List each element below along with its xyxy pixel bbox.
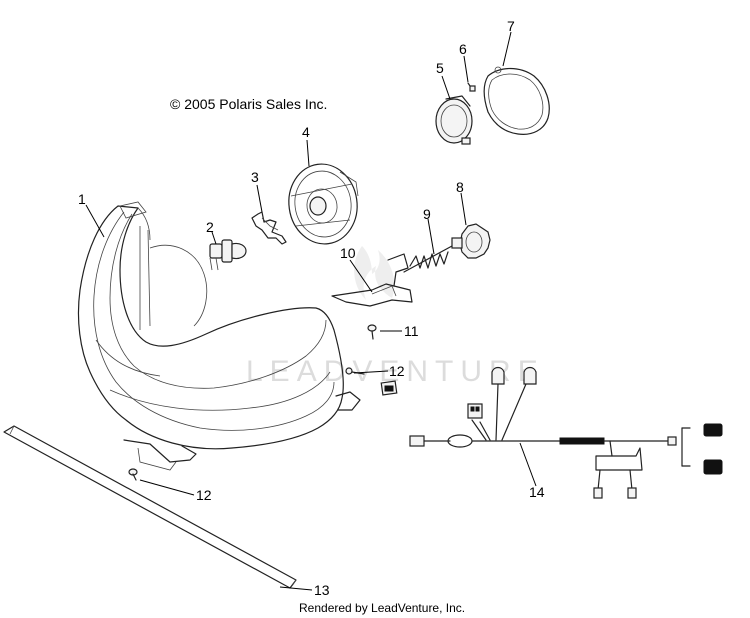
callout-11: 11 [404, 323, 419, 339]
headlight-housing [77, 201, 361, 471]
leader-13 [279, 586, 313, 591]
headlight-bulb [209, 239, 247, 271]
callout-12b: 12 [196, 487, 212, 503]
lower-screw [128, 468, 138, 481]
bulb-retaining-clip [251, 211, 287, 245]
leader-7 [502, 31, 512, 67]
leader-5 [441, 75, 451, 100]
leader-10 [349, 259, 373, 293]
callout-5: 5 [436, 60, 444, 76]
leader-1 [85, 204, 105, 238]
leader-6 [463, 55, 469, 83]
callout-12a: 12 [389, 363, 405, 379]
watermark-logo [354, 246, 395, 300]
callout-13: 13 [314, 582, 330, 598]
leader-2 [211, 231, 217, 245]
leader-14 [519, 442, 537, 487]
leader-3 [256, 184, 263, 213]
lamp-gasket [483, 66, 550, 135]
copyright-text: © 2005 Polaris Sales Inc. [170, 96, 327, 112]
callout-6: 6 [459, 41, 467, 57]
harness-connector-lower [703, 459, 723, 475]
wiring-harness [409, 366, 691, 499]
adjuster-knob [451, 223, 491, 259]
callout-4: 4 [302, 124, 310, 140]
leader-4 [306, 139, 310, 167]
adjuster-spring [403, 245, 453, 273]
callout-14: 14 [529, 484, 545, 500]
leader-9 [427, 218, 435, 255]
bracket-screw [367, 324, 377, 340]
clip-nut [380, 380, 398, 396]
dust-cover [288, 163, 359, 245]
callout-3: 3 [251, 169, 259, 185]
callout-8: 8 [456, 179, 464, 195]
leader-12b [139, 479, 195, 496]
callout-2: 2 [206, 219, 214, 235]
leader-12a [353, 370, 389, 374]
adjuster-bracket [331, 253, 413, 307]
harness-connector-upper [703, 423, 723, 437]
callout-7: 7 [507, 18, 515, 34]
lamp-screw [467, 82, 476, 92]
parking-lamp [435, 95, 473, 145]
footer-credit: Rendered by LeadVenture, Inc. [299, 601, 465, 615]
foam-strip [3, 425, 297, 589]
callout-1: 1 [78, 191, 86, 207]
callout-9: 9 [423, 206, 431, 222]
callout-10: 10 [340, 245, 356, 261]
leader-8 [460, 192, 467, 226]
